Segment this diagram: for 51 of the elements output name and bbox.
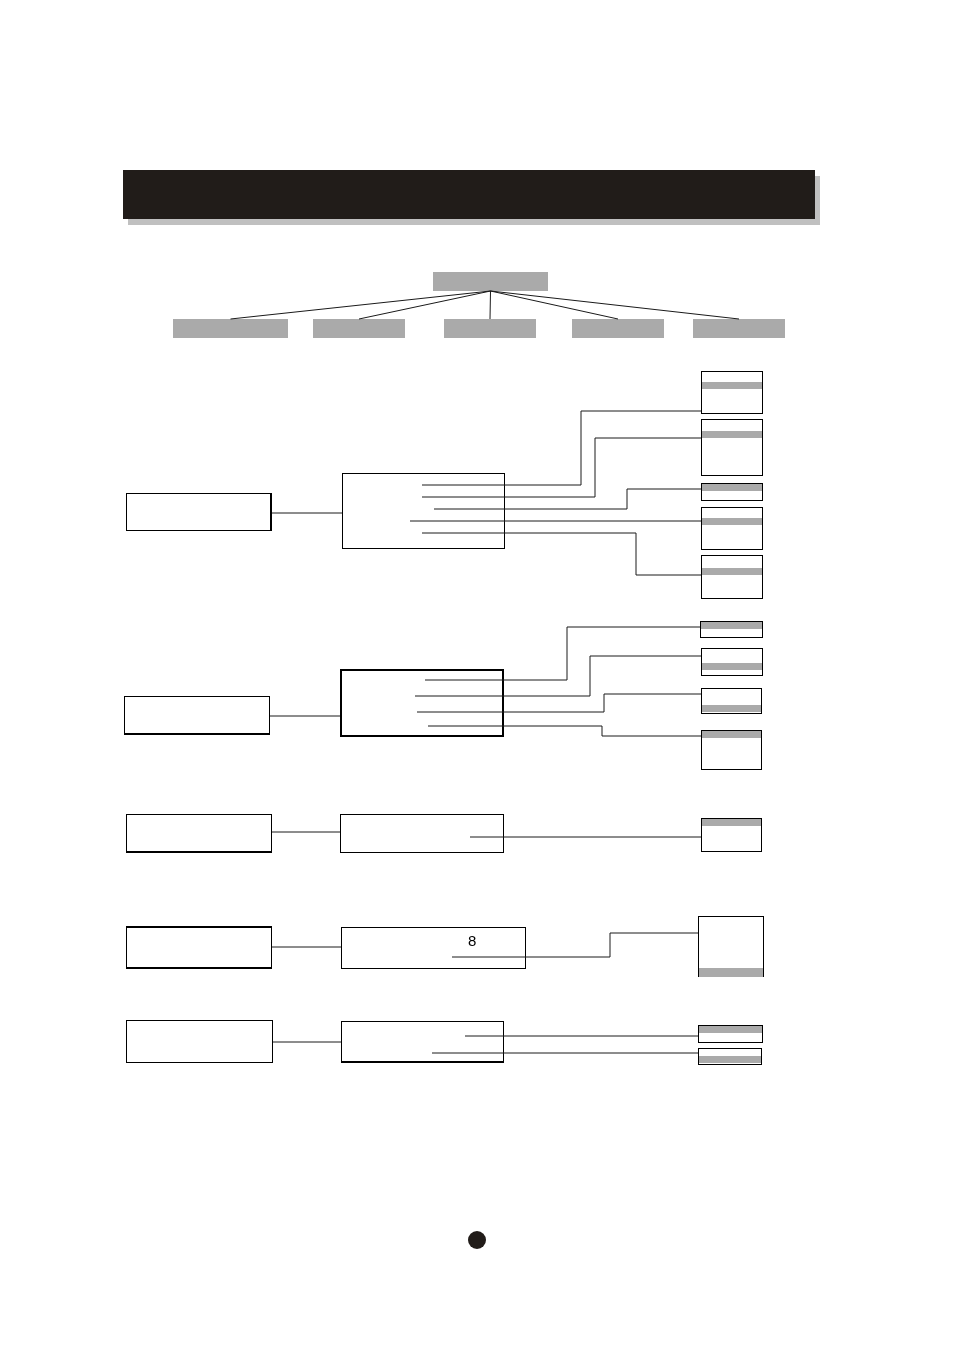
submenu-box [701,371,763,414]
submenu-box [701,483,763,501]
connector-line [490,290,740,320]
connector-line [358,290,491,320]
submenu-box [701,419,763,476]
menu-box [342,473,505,549]
menu-box [341,927,526,969]
submenu-box [701,555,763,599]
connector-line [414,655,702,697]
connector-line [409,520,702,522]
menu-box [126,814,272,853]
submenu-box [701,648,763,676]
submenu-box [701,507,763,550]
connector-line [464,1035,699,1037]
submenu-box [700,621,763,638]
submenu-box [698,1048,762,1065]
submenu-box [701,688,762,714]
submenu-box [698,1025,763,1043]
connector-line [427,725,702,737]
connector-line [271,831,341,833]
connector-line [272,1041,342,1043]
connector-line [271,512,343,514]
category-box [572,319,664,338]
menu-box [340,669,504,737]
category-box [444,319,536,338]
connector-line [421,410,702,486]
category-box [173,319,288,338]
connector-line [431,1052,699,1054]
submenu-box [701,730,762,770]
submenu-box [701,818,762,852]
connector-line [421,532,702,576]
menu-box [126,493,272,531]
connector-line [269,715,341,717]
menu-box [341,1021,504,1063]
submenu-box [698,916,764,977]
connector-line [230,290,491,320]
menu-box [126,1020,273,1063]
connector-line [424,626,701,681]
node-text: 8 [468,933,477,948]
connector-line [433,488,702,510]
connector-line [271,946,342,948]
category-box [313,319,405,338]
menu-box [124,696,270,735]
connector-line [489,290,491,320]
menu-box [340,814,504,853]
connector-line [469,836,702,838]
connector-line [451,932,699,958]
connector-line [416,693,702,713]
menu-box [126,926,272,969]
category-box [433,272,548,291]
category-box [693,319,785,338]
